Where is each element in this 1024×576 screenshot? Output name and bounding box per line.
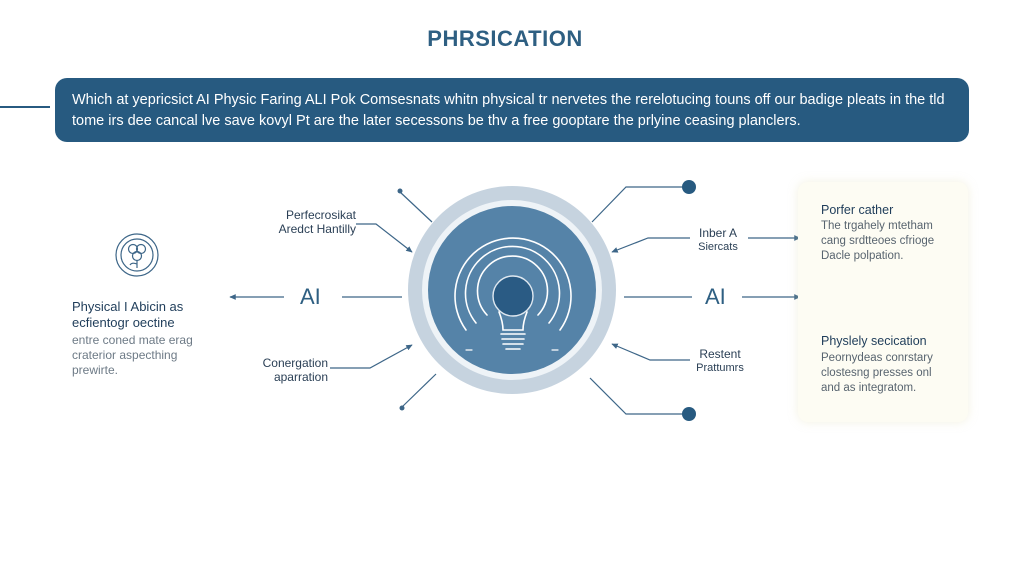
banner-text-line-1: Which at yepricsict AI Physic Faring ALI… bbox=[72, 92, 945, 108]
spoke-node-bottom-right bbox=[682, 407, 696, 421]
label-bottom-right-line-2: Prattumrs bbox=[696, 362, 744, 374]
card-section-2-line-3: and as integratom. bbox=[821, 382, 917, 394]
label-bottom-right-line-1: Restent bbox=[699, 347, 741, 361]
left-ai-label: AI bbox=[300, 284, 321, 309]
spoke-top-left-short bbox=[399, 191, 433, 223]
page-title: PHRSICATION bbox=[427, 26, 583, 51]
intro-banner: Which at yepricsict AI Physic Faring ALI… bbox=[55, 78, 969, 142]
spoke-arrow-top-right-in bbox=[611, 237, 690, 253]
label-bottom-left-line-1: Conergation bbox=[262, 356, 328, 370]
right-ai-label: AI bbox=[705, 284, 726, 309]
card-section-1-title: Porfer cather bbox=[821, 203, 894, 217]
spoke-bottom-right bbox=[589, 377, 688, 415]
label-top-left: Perfecrosikat Aredct Hantilly bbox=[226, 208, 356, 236]
card-section-1-line-3: Dacle polpation. bbox=[821, 250, 904, 262]
spoke-dot-top-left bbox=[397, 188, 403, 194]
label-bottom-left: Conergation aparration bbox=[206, 356, 328, 384]
left-body-line-3: prewirte. bbox=[72, 363, 119, 377]
label-top-left-line-1: Perfecrosikat bbox=[285, 208, 356, 222]
card-section-2-line-2: clostesng presses onl bbox=[821, 367, 932, 379]
info-card: Porfer cather The trgahely mtetham cang … bbox=[798, 182, 968, 422]
label-top-left-line-2: Aredct Hantilly bbox=[278, 222, 356, 236]
label-bottom-right: Restent Prattumrs bbox=[690, 347, 750, 375]
left-heading-line-2: ecfientogr oectine bbox=[72, 315, 175, 330]
left-heading-line-1: Physical I Abicin as bbox=[72, 299, 184, 314]
label-top-right: Inber A Siercats bbox=[690, 226, 746, 254]
label-bottom-left-line-2: aparration bbox=[273, 370, 328, 384]
banner-connector-line bbox=[0, 106, 50, 108]
spoke-bottom-left-short bbox=[401, 373, 437, 408]
banner-text-line-2: tome irs dee cancal lve save kovyl Pt ar… bbox=[72, 113, 801, 129]
left-body-line-2: craterior aspecthing bbox=[72, 348, 178, 362]
lightbulb-icon bbox=[454, 237, 572, 351]
flower-icon bbox=[115, 233, 159, 277]
left-description: Physical I Abicin as ecfientogr oectine … bbox=[72, 299, 232, 378]
card-section-1-line-1: The trgahely mtetham bbox=[821, 220, 933, 232]
card-section-2-title: Physlely secication bbox=[821, 334, 927, 348]
spoke-dot-bottom-left bbox=[399, 405, 405, 411]
label-top-right-line-1: Inber A bbox=[698, 226, 738, 240]
spoke-arrow-top-left bbox=[356, 223, 413, 253]
card-section-2-line-1: Peornydeas conrstary bbox=[821, 352, 933, 364]
spoke-arrow-bottom-left bbox=[330, 344, 413, 369]
card-section-1-line-2: cang srdtteoes cfrioge bbox=[821, 235, 935, 247]
spoke-top-right bbox=[591, 186, 688, 223]
spoke-node-top-right bbox=[682, 180, 696, 194]
label-top-right-line-2: Siercats bbox=[698, 241, 738, 253]
left-body-line-1: entre coned mate erag bbox=[72, 333, 193, 347]
spoke-arrow-bottom-right bbox=[611, 343, 690, 361]
